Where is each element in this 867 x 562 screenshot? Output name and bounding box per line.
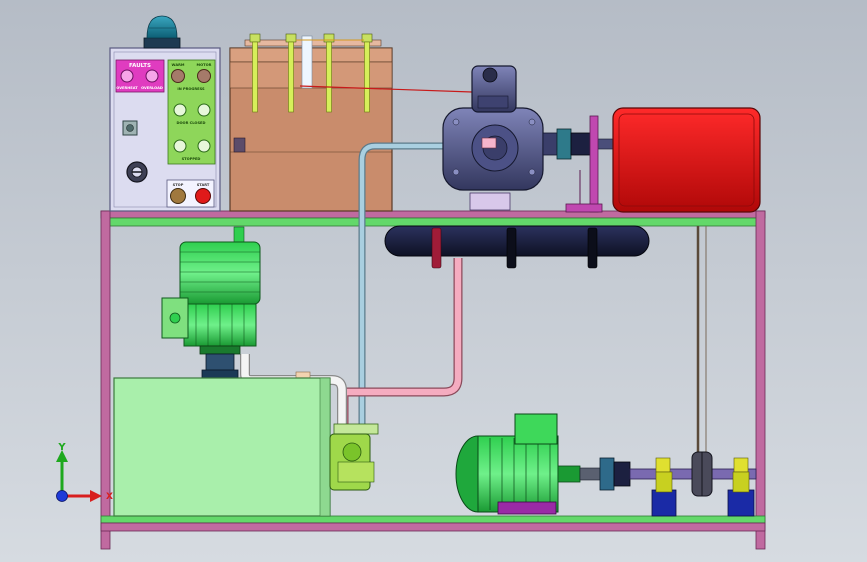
stopped-label: STOPPED <box>182 157 201 161</box>
motor-coupling <box>205 353 235 371</box>
overheat-lamp-icon <box>120 69 134 83</box>
valve-rod-3 <box>323 33 335 113</box>
pump-bolts <box>452 118 536 176</box>
valve-rod-4 <box>361 33 373 113</box>
door-closed-label: DOOR CLOSED <box>177 121 206 125</box>
motor-top-shaft <box>233 226 245 244</box>
pump-neck <box>477 95 509 109</box>
left-leg <box>100 210 111 550</box>
pump-inlet-fitting <box>481 137 497 149</box>
lower-motor-shaft-end <box>557 465 581 483</box>
warning-beacon-icon <box>143 15 181 49</box>
z-axis-origin-icon <box>56 490 68 502</box>
cabinet-connector-icon <box>233 137 246 153</box>
warm-lamp-icon <box>171 69 185 83</box>
motor-lower-fins <box>195 304 245 346</box>
indicator-3-icon <box>173 139 187 153</box>
shaft-coupling-body <box>570 132 592 156</box>
signal-wire <box>299 85 473 93</box>
upper-left-motor <box>161 226 261 379</box>
valve-rods <box>249 33 373 113</box>
control-panel-inner-border <box>113 51 217 208</box>
lower-motor-base <box>497 501 557 515</box>
valve-rod-2 <box>285 33 297 113</box>
overload-label: OVERLOAD <box>141 86 163 90</box>
indicator-2-icon <box>197 103 211 117</box>
terminal-gland-icon <box>169 312 181 324</box>
lower-motor-terminal-box <box>514 413 558 445</box>
support-frame <box>100 210 766 550</box>
pump-bracket-foot <box>565 203 603 213</box>
lower-left-pump <box>329 423 379 491</box>
pump-bracket <box>589 115 599 213</box>
red-reservoir <box>612 107 761 213</box>
x-axis-arrowhead-icon <box>90 490 102 502</box>
motor-mount-plate <box>201 369 239 379</box>
oil-tank-body <box>113 377 331 517</box>
bottom-green-rail <box>100 515 766 524</box>
start-button[interactable] <box>195 188 211 204</box>
oil-tank-side-panel <box>319 377 331 517</box>
control-panel: FAULTS OVERHEAT OVERLOAD WARM MOTOR IN P… <box>109 15 221 212</box>
motor-lamp-icon <box>197 69 211 83</box>
key-switch-knob-icon <box>126 124 134 132</box>
lower-coupling-icon <box>599 457 615 491</box>
sight-glass-icon <box>301 35 313 89</box>
lower-motor-fins <box>489 438 551 510</box>
motor-cooling-fins <box>180 251 260 293</box>
accumulator-clamp-2 <box>506 227 517 269</box>
motor-label: MOTOR <box>197 63 212 67</box>
stop-button[interactable] <box>170 188 186 204</box>
lower-motor-housing <box>477 435 559 513</box>
drive-belt <box>696 226 707 472</box>
accumulator-clamp-3 <box>587 227 598 269</box>
overheat-label: OVERHEAT <box>116 86 138 90</box>
pink-pressure-pipe <box>340 258 462 432</box>
y-axis-label: Y <box>57 442 66 453</box>
lower-main-motor <box>455 413 757 517</box>
axis-triad: Y X <box>56 442 113 502</box>
lower-shaft-collar <box>579 467 601 481</box>
red-reservoir-inner-edge <box>618 113 755 207</box>
y-axis-arrowhead-icon <box>56 450 68 462</box>
lower-pump-outlet <box>337 461 375 483</box>
right-leg <box>755 210 766 550</box>
cabinet-top-bar <box>244 39 382 47</box>
accumulator-tank <box>384 225 650 269</box>
valve-rod-1 <box>249 33 261 113</box>
blue-return-pipe <box>359 143 470 432</box>
top-deck-green-rail <box>107 217 759 227</box>
upper-hydraulic-pump <box>442 65 614 213</box>
oil-tank <box>113 377 331 517</box>
indicator-1-icon <box>173 103 187 117</box>
bearing-2 <box>727 457 755 517</box>
bearing-1 <box>651 457 677 517</box>
red-reservoir-body <box>612 107 761 213</box>
lower-coupling-body <box>613 461 631 487</box>
in-progress-label: IN PROGRESS <box>177 87 205 91</box>
lower-pump-port <box>342 442 362 462</box>
stop-label: STOP <box>173 183 184 187</box>
warm-label: WARM <box>172 63 185 67</box>
bottom-pink-rail <box>100 522 766 532</box>
x-axis-label: X <box>106 492 113 502</box>
start-label: START <box>197 183 210 187</box>
motor-housing <box>179 241 261 305</box>
pump-cap-icon <box>482 67 498 83</box>
pump-shaft-housing <box>542 132 558 156</box>
accumulator-clamp-1 <box>431 227 442 269</box>
pump-mount <box>469 192 511 211</box>
lower-pump-flange <box>333 423 379 435</box>
faults-label: FAULTS <box>129 63 151 69</box>
valve-cabinet <box>229 33 473 212</box>
indicator-4-icon <box>197 139 211 153</box>
overload-lamp-icon <box>145 69 159 83</box>
accumulator-body <box>384 225 650 257</box>
shaft-coupling-icon <box>556 128 572 160</box>
motor-flange <box>199 345 241 355</box>
